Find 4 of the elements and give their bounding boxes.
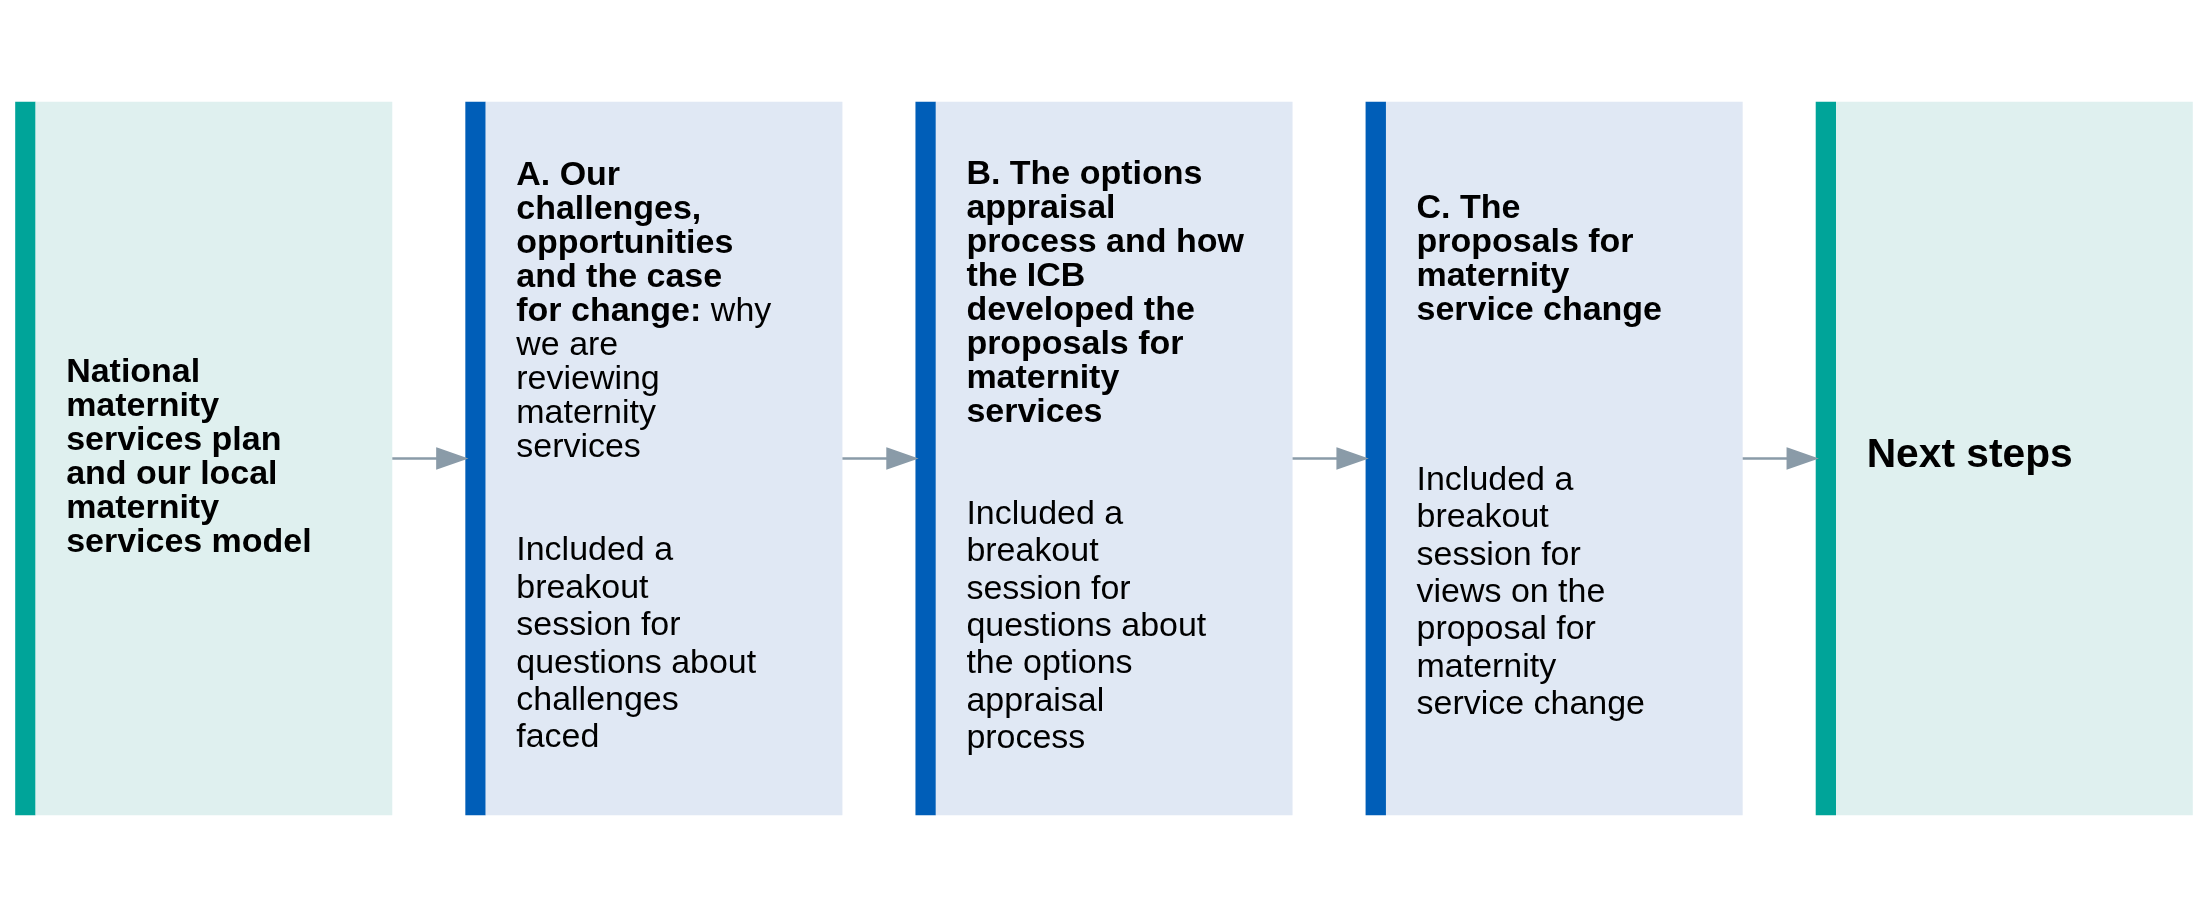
- arrow: [842, 446, 919, 470]
- arrow: [1742, 446, 1819, 470]
- arrow: [1292, 446, 1369, 470]
- arrow: [392, 446, 469, 470]
